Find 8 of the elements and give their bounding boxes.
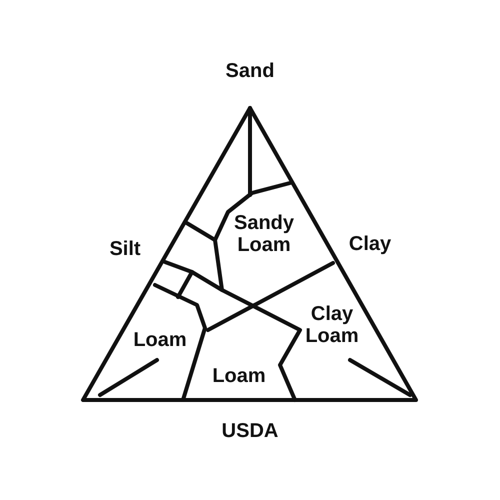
vertex-label: Sand (224, 60, 276, 82)
caption: USDA (220, 420, 280, 442)
region-label: Loam (125, 329, 195, 351)
region-label: Sandy Loam (230, 212, 298, 256)
region-label: Clay Loam (295, 303, 369, 347)
region-label: Loam (203, 365, 275, 387)
vertex-label: Silt (108, 238, 142, 260)
vertex-label: Clay (348, 233, 392, 255)
